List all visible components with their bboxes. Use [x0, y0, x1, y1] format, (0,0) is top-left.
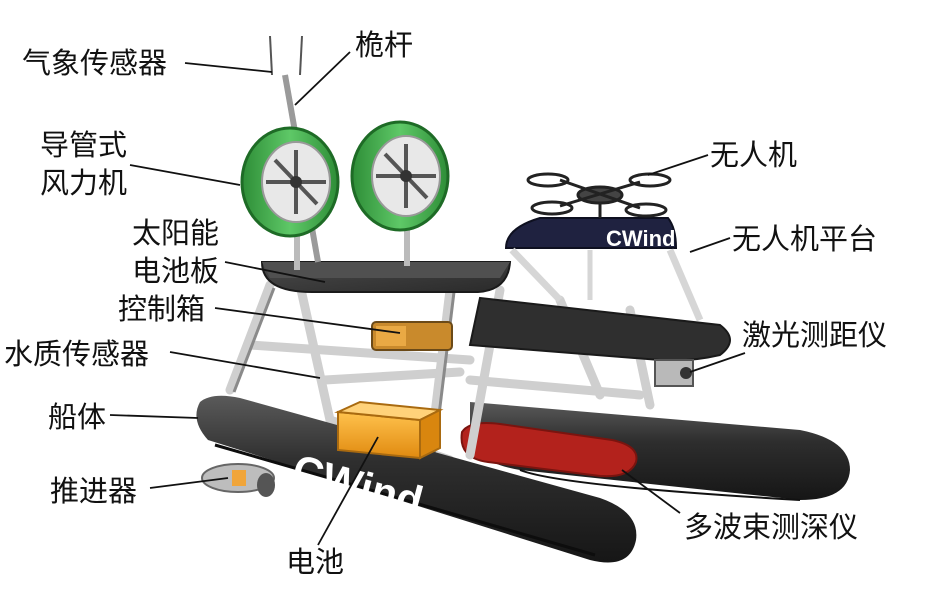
leader-ducted-fan: [129, 164, 241, 186]
leader-multibeam: [621, 469, 681, 514]
leader-control-box: [214, 307, 401, 334]
multibeam-sounder: [460, 422, 638, 478]
label-solar-panel-line2: 电池板: [132, 254, 220, 288]
battery-pack: [334, 400, 444, 460]
solar-panel-top: [262, 262, 510, 278]
uav-drone: [526, 172, 672, 218]
label-ducted-fan-line2: 风力机: [40, 166, 128, 200]
control-box-panel: [376, 326, 406, 346]
label-control-box: 控制箱: [118, 292, 206, 326]
leader-lines: [109, 51, 746, 546]
leader-uav-platform: [689, 237, 731, 253]
leader-solar-panel: [224, 261, 326, 283]
label-mast: 桅杆: [355, 28, 414, 62]
leader-water-quality: [169, 351, 321, 379]
rear-hull: [470, 402, 850, 501]
label-solar-panel-line1: 太阳能: [132, 216, 220, 250]
label-uav: 无人机: [710, 138, 798, 172]
label-uav-platform: 无人机平台: [732, 222, 878, 256]
ducted-fan-left: [240, 126, 340, 270]
front-hull: [196, 395, 637, 563]
platform-logo: CWind: [606, 226, 675, 251]
laser-lens: [680, 367, 692, 379]
label-weather-sensor: 气象传感器: [22, 46, 168, 80]
thruster: [201, 463, 275, 497]
leader-thruster: [149, 477, 229, 489]
label-ducted-fan-line1: 导管式: [40, 128, 128, 162]
ducted-fan-right: [350, 120, 450, 266]
label-water-quality-sensor: 水质传感器: [4, 337, 150, 371]
leader-weather-sensor: [184, 62, 273, 73]
label-battery: 电池: [286, 545, 345, 579]
leader-battery: [317, 436, 379, 546]
uav-platform: [504, 217, 704, 322]
leader-uav: [647, 154, 709, 176]
leader-mast: [294, 51, 351, 106]
label-hull: 船体: [48, 400, 107, 434]
label-thruster: 推进器: [50, 474, 138, 508]
label-multibeam-sounder: 多波束测深仪: [684, 510, 859, 544]
label-laser-rangefinder: 激光测距仪: [742, 318, 888, 352]
leader-laser: [689, 352, 746, 373]
leader-hull: [109, 414, 199, 419]
